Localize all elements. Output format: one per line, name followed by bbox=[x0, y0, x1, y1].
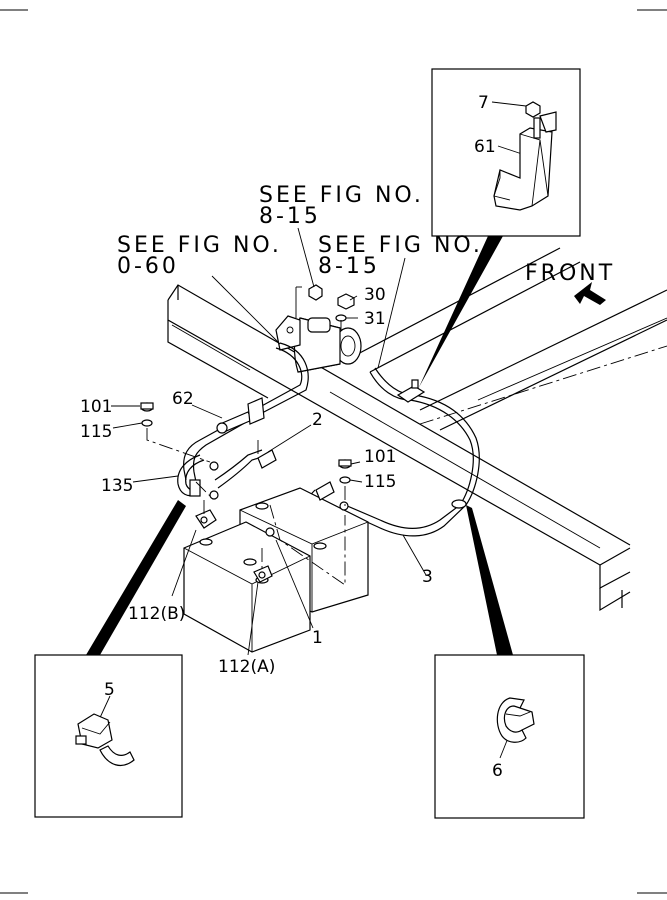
callout-5: 5 bbox=[104, 680, 115, 700]
nut-fig8-15 bbox=[308, 284, 323, 301]
battery-cables bbox=[183, 342, 480, 537]
callout-3: 3 bbox=[422, 567, 433, 587]
battery-front bbox=[183, 521, 311, 653]
callout-2: 2 bbox=[312, 410, 323, 430]
detail-box-clip-5 bbox=[34, 654, 183, 818]
nut-30 bbox=[337, 293, 355, 310]
callout-6: 6 bbox=[492, 761, 503, 781]
callout-30: 30 bbox=[364, 285, 386, 305]
callout-135: 135 bbox=[101, 476, 133, 496]
washer-115-right bbox=[339, 476, 351, 484]
front-arrow bbox=[574, 282, 606, 305]
callout-115-left: 115 bbox=[80, 422, 112, 442]
callout-31: 31 bbox=[364, 309, 386, 329]
see-fig-0-60-line2: 0-60 bbox=[117, 254, 179, 279]
callout-7: 7 bbox=[478, 93, 489, 113]
detail-box-clip-6 bbox=[434, 654, 585, 819]
clamp-62 bbox=[216, 397, 265, 434]
frame-rail bbox=[167, 247, 667, 612]
see-fig-0-60-line1: SEE FIG NO. bbox=[117, 233, 282, 258]
callout-115-right: 115 bbox=[364, 472, 396, 492]
detail-box-bracket bbox=[431, 68, 581, 237]
callout-112a: 112(A) bbox=[218, 657, 275, 677]
callout-61: 61 bbox=[474, 137, 496, 157]
jumper-135 bbox=[177, 454, 205, 497]
starter-motor bbox=[275, 286, 362, 373]
washer-115-left bbox=[141, 419, 153, 427]
guide-lines bbox=[146, 320, 346, 586]
crop-marks bbox=[0, 9, 667, 894]
callout-101-right: 101 bbox=[364, 447, 396, 467]
detail-pointers bbox=[86, 236, 513, 655]
see-fig-8-15-mid-line2: 8-15 bbox=[318, 254, 380, 279]
see-fig-8-15-top-line2: 8-15 bbox=[259, 204, 321, 229]
front-label: FRONT bbox=[525, 261, 615, 286]
callout-112b: 112(B) bbox=[128, 604, 185, 624]
nut-101-right bbox=[338, 459, 352, 469]
see-fig-8-15-mid-line1: SEE FIG NO. bbox=[318, 233, 483, 258]
nut-101-left bbox=[140, 402, 154, 412]
callout-62: 62 bbox=[172, 389, 194, 409]
see-fig-8-15-top-line1: SEE FIG NO. bbox=[259, 183, 424, 208]
terminals bbox=[195, 449, 349, 583]
callout-101-left: 101 bbox=[80, 397, 112, 417]
callout-1: 1 bbox=[312, 628, 323, 648]
